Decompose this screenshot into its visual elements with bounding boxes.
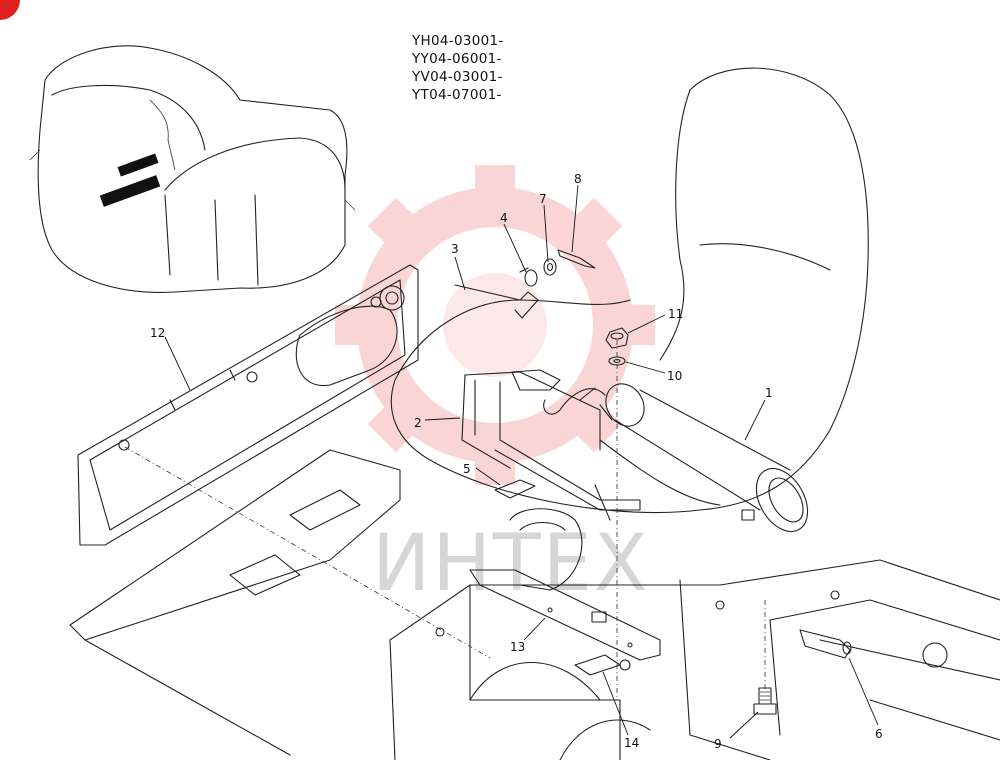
- callout-12: 12: [150, 326, 165, 340]
- serial-number: YY04-06001-: [412, 51, 502, 67]
- callout-14: 14: [624, 736, 639, 750]
- callout-1: 1: [765, 386, 773, 400]
- part-3-rod: [454, 284, 539, 319]
- part-9-bolt: [753, 687, 777, 715]
- assembly-axis-line: [124, 446, 491, 659]
- corner-badge: [0, 0, 20, 20]
- part-7-washer: [543, 258, 557, 276]
- part-11-nut: [605, 327, 629, 349]
- part-2-bracket: [461, 369, 641, 521]
- serial-number: YV04-03001-: [412, 69, 503, 85]
- callout-11: 11: [668, 307, 683, 321]
- callout-8: 8: [574, 172, 582, 186]
- serial-number: YT04-07001-: [412, 87, 502, 103]
- callout-6: 6: [875, 727, 883, 741]
- serial-number-list: YH04-03001- YY04-06001- YV04-03001- YT04…: [412, 32, 562, 104]
- part-8-snap-pin: [557, 249, 596, 269]
- callout-13: 13: [510, 640, 525, 654]
- watermark-text: ИНТЕХ: [372, 519, 649, 609]
- part-1-extinguisher: [543, 383, 809, 532]
- part-6-clamp: [799, 629, 852, 659]
- part-12-side-cover: [77, 264, 419, 546]
- callout-5: 5: [463, 462, 471, 476]
- part-13-strap: [469, 508, 661, 661]
- watermark-gear-icon: [335, 165, 655, 485]
- part-5-pad: [494, 479, 536, 499]
- callout-3: 3: [451, 242, 459, 256]
- leader-lines: [164, 184, 879, 739]
- serial-number: YH04-03001-: [412, 33, 504, 49]
- part-14-pad: [574, 654, 621, 676]
- callout-4: 4: [500, 211, 508, 225]
- callout-7: 7: [539, 192, 547, 206]
- inset-seat-view: [29, 45, 356, 293]
- seat-outline: [390, 67, 869, 514]
- callout-10: 10: [667, 369, 682, 383]
- callout-labels: 1 2 3 4 5 6 7 8 9 10 11 12 13 14: [150, 172, 883, 751]
- callout-2: 2: [414, 416, 422, 430]
- floor-plate: [69, 449, 1000, 760]
- callout-9: 9: [714, 737, 722, 751]
- part-4-pin: [519, 267, 538, 287]
